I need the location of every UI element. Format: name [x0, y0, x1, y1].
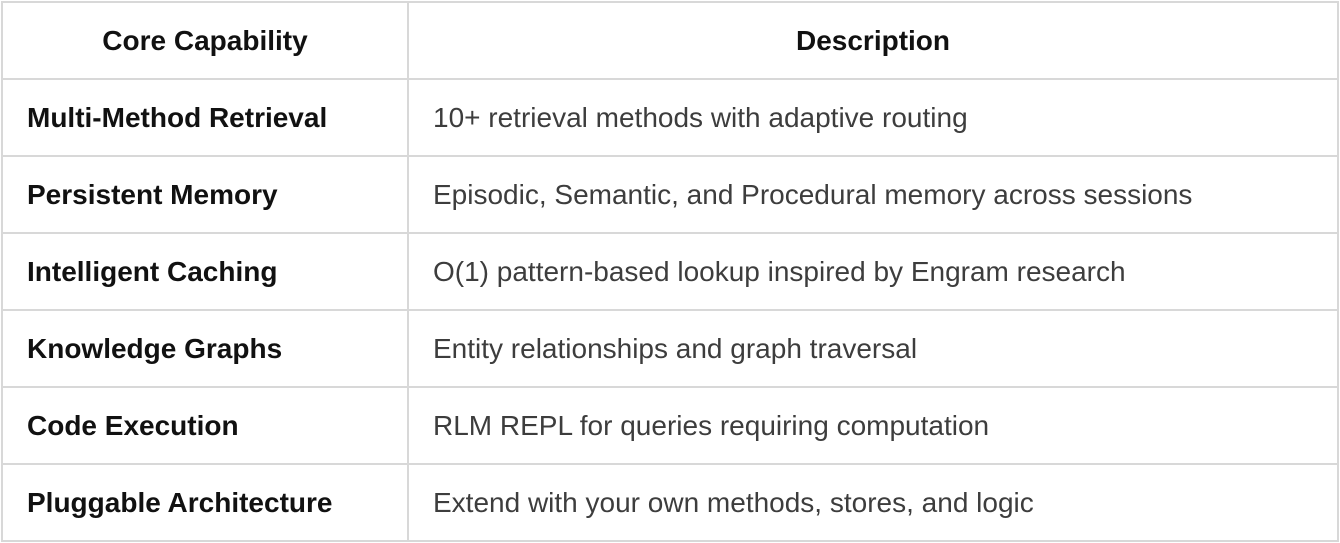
- table-row: Knowledge Graphs Entity relationships an…: [1, 309, 1339, 388]
- capability-cell: Knowledge Graphs: [1, 309, 409, 388]
- table-row: Intelligent Caching O(1) pattern-based l…: [1, 232, 1339, 311]
- description-cell: Episodic, Semantic, and Procedural memor…: [407, 155, 1339, 234]
- capability-cell: Multi-Method Retrieval: [1, 78, 409, 157]
- column-header-description: Description: [407, 1, 1339, 80]
- description-cell: Extend with your own methods, stores, an…: [407, 463, 1339, 542]
- capability-cell: Code Execution: [1, 386, 409, 465]
- column-header-core-capability: Core Capability: [1, 1, 409, 80]
- capability-cell: Persistent Memory: [1, 155, 409, 234]
- description-cell: O(1) pattern-based lookup inspired by En…: [407, 232, 1339, 311]
- table-row: Pluggable Architecture Extend with your …: [1, 463, 1339, 542]
- description-cell: 10+ retrieval methods with adaptive rout…: [407, 78, 1339, 157]
- table-header-row: Core Capability Description: [1, 1, 1339, 80]
- description-cell: Entity relationships and graph traversal: [407, 309, 1339, 388]
- table-row: Multi-Method Retrieval 10+ retrieval met…: [1, 78, 1339, 157]
- capability-cell: Intelligent Caching: [1, 232, 409, 311]
- table-row: Persistent Memory Episodic, Semantic, an…: [1, 155, 1339, 234]
- capability-cell: Pluggable Architecture: [1, 463, 409, 542]
- description-cell: RLM REPL for queries requiring computati…: [407, 386, 1339, 465]
- table-row: Code Execution RLM REPL for queries requ…: [1, 386, 1339, 465]
